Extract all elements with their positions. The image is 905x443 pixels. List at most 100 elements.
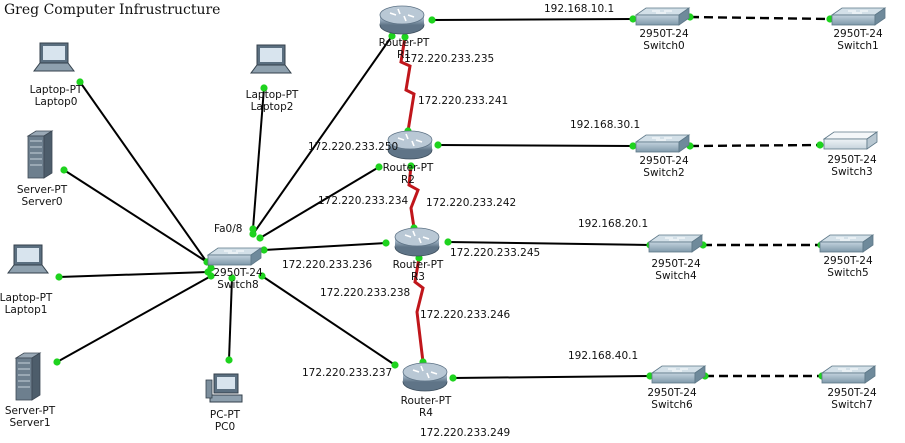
ip-label-172-220-233-235: 172.220.233.235 (404, 53, 494, 65)
ip-label-172-220-233-249: 172.220.233.249 (420, 427, 510, 439)
link-sw0-sw1 (689, 15, 831, 21)
link-sw8-r2-port-a (256, 234, 264, 242)
r3-name-label: R3 (411, 271, 425, 283)
lap2-laptop-icon[interactable] (250, 44, 292, 74)
port-label-fa0-8: Fa0/8 (214, 223, 242, 235)
link-sw8-r4 (261, 275, 396, 366)
link-r1-r2-port-a (401, 33, 409, 41)
sw5-model-label: 2950T-24 (823, 255, 873, 267)
sw8-switch-icon[interactable] (206, 247, 263, 266)
link-sw8-pc0-port-a (228, 274, 236, 282)
link-sw8-lap2-port-b (260, 84, 268, 92)
link-r3-sw4 (447, 241, 651, 246)
link-r4-sw6-port-a (449, 374, 457, 382)
r2-model-label: Router-PT (383, 162, 434, 174)
sw8-name-label: Switch8 (217, 279, 258, 291)
link-r1-r2-serial (399, 36, 416, 132)
sw1-switch-icon[interactable] (830, 7, 887, 26)
sw3-name-label: Switch3 (831, 166, 872, 178)
r2-router-icon[interactable] (387, 130, 433, 160)
sw6-name-label: Switch6 (651, 399, 693, 411)
link-r1-sw0-port-a (428, 16, 436, 24)
srv0-server-icon[interactable] (26, 130, 54, 179)
link-r2-r3-port-a (407, 162, 415, 170)
ip-label-172-220-233-238: 172.220.233.238 (320, 287, 410, 299)
ip-label-192-168-30-1: 192.168.30.1 (570, 119, 640, 131)
sw7-switch-icon[interactable] (820, 365, 877, 384)
link-sw8-r4-port-a (258, 272, 266, 280)
sw5-switch-icon[interactable] (818, 234, 875, 253)
sw7-model-label: 2950T-24 (827, 387, 877, 399)
lap0-model-label: Laptop-PT (30, 84, 83, 96)
link-sw8-r1-port-a (249, 230, 257, 238)
link-sw8-lap2 (252, 87, 265, 230)
lap2-model-label: Laptop-PT (246, 89, 299, 101)
lap0-laptop-icon[interactable] (33, 42, 75, 72)
link-sw8-r3-port-a (260, 246, 268, 254)
pc0-model-label: PC-PT (210, 409, 241, 421)
link-sw8-r3 (263, 242, 387, 251)
link-r3-r4-serial (413, 257, 425, 363)
sw4-model-label: 2950T-24 (651, 258, 701, 270)
sw6-switch-icon[interactable] (650, 365, 707, 384)
devices-layer: Router-PTR1Router-PTR2Router-PTR3Router-… (0, 5, 887, 433)
ip-label-192-168-40-1: 192.168.40.1 (568, 350, 638, 362)
link-r4-sw6 (452, 375, 651, 379)
lap1-model-label: Laptop-PT (0, 292, 53, 304)
link-sw8-lap2-port-a (249, 225, 257, 233)
lap1-laptop-icon[interactable] (7, 244, 49, 274)
link-sw8-r2-port-b (375, 163, 383, 171)
link-sw2-sw3 (689, 143, 821, 148)
ip-label-172-220-233-237: 172.220.233.237 (302, 367, 392, 379)
sw0-switch-icon[interactable] (634, 7, 691, 26)
r1-router-icon[interactable] (379, 5, 425, 35)
link-sw8-r1 (252, 35, 393, 235)
link-r1-sw0 (431, 18, 634, 21)
link-r3-sw4-port-a (444, 238, 452, 246)
link-sw8-lap1 (58, 271, 209, 278)
ip-label-172-220-233-242: 172.220.233.242 (426, 197, 516, 209)
pc0-name-label: PC0 (215, 421, 235, 433)
link-r2-sw2-port-b (629, 142, 637, 150)
link-sw8-lap1-port-b (55, 273, 63, 281)
link-sw8-srv0 (63, 169, 208, 263)
srv1-server-icon[interactable] (14, 352, 42, 401)
srv0-model-label: Server-PT (17, 184, 68, 196)
r4-name-label: R4 (419, 407, 433, 419)
ip-label-172-220-233-236: 172.220.233.236 (282, 259, 372, 271)
ip-label-172-220-233-245: 172.220.233.245 (450, 247, 540, 259)
pc0-pc-icon[interactable] (205, 373, 243, 403)
sw8-model-label: 2950T-24 (213, 267, 263, 279)
srv1-name-label: Server1 (9, 417, 50, 429)
sw0-name-label: Switch0 (643, 40, 684, 52)
links-layer (56, 15, 831, 379)
link-sw8-r1-port-b (388, 32, 396, 40)
sw4-switch-icon[interactable] (647, 234, 704, 253)
srv1-model-label: Server-PT (5, 405, 56, 417)
r3-model-label: Router-PT (393, 259, 444, 271)
diagram-title: Greg Computer Infrustructure (4, 2, 220, 18)
sw3-switch-icon[interactable] (822, 131, 879, 150)
sw2-switch-icon[interactable] (634, 134, 691, 153)
r4-router-icon[interactable] (402, 362, 448, 392)
r1-name-label: R1 (397, 49, 411, 61)
sw2-name-label: Switch2 (643, 167, 684, 179)
srv0-name-label: Server0 (21, 196, 62, 208)
r3-router-icon[interactable] (394, 227, 440, 257)
sw5-name-label: Switch5 (827, 267, 868, 279)
link-r2-sw2-port-a (434, 141, 442, 149)
sw2-model-label: 2950T-24 (639, 155, 689, 167)
link-sw8-r2 (259, 166, 380, 239)
link-sw8-lap0 (79, 81, 212, 269)
sw7-name-label: Switch7 (831, 399, 872, 411)
link-sw2-sw3-port-b (816, 141, 824, 149)
sw4-name-label: Switch4 (655, 270, 697, 282)
sw6-model-label: 2950T-24 (647, 387, 697, 399)
r1-model-label: Router-PT (379, 37, 430, 49)
link-r2-r3-serial (407, 165, 420, 229)
link-sw8-r3-port-b (382, 239, 390, 247)
ip-label-172-220-233-241: 172.220.233.241 (418, 95, 508, 107)
link-sw8-pc0-port-b (225, 356, 233, 364)
ip-label-172-220-233-250: 172.220.233.250 (308, 141, 398, 153)
